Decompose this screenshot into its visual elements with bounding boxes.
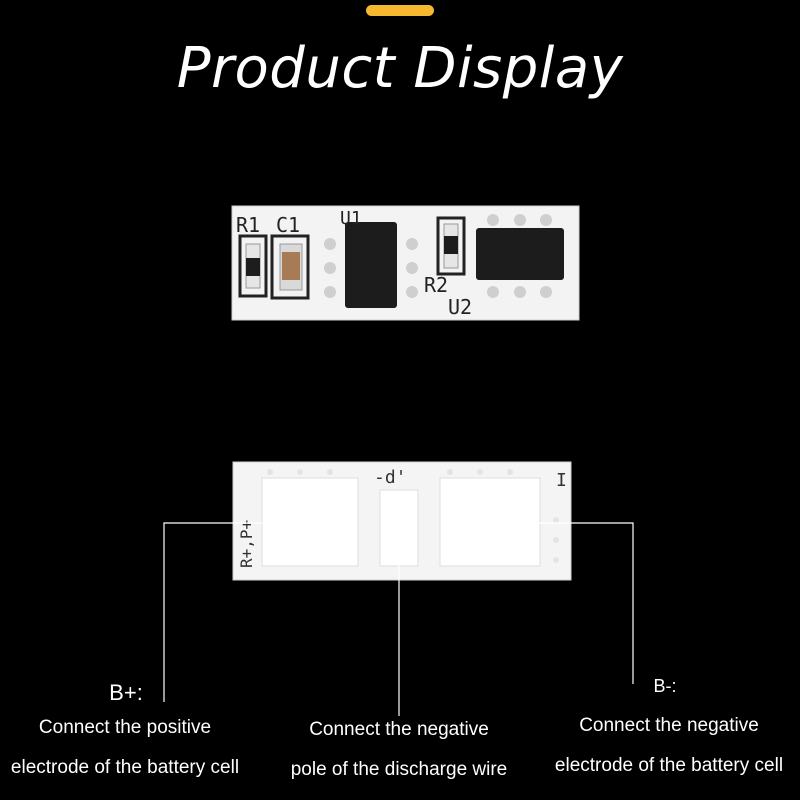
p-minus-line2: pole of the discharge wire — [290, 759, 508, 780]
silk-right: I — [556, 470, 567, 491]
u2-chip — [476, 214, 564, 298]
b-minus-description: Connect the negative electrode of the ba… — [542, 706, 796, 786]
b-minus-line1: Connect the negative — [579, 715, 759, 736]
b-plus-pad — [261, 477, 359, 567]
b-plus-line1: Connect the positive — [38, 717, 212, 738]
silk-r2: R2 — [424, 273, 448, 297]
silk-u2: U2 — [448, 295, 472, 319]
b-plus-description: Connect the positive electrode of the ba… — [0, 708, 250, 788]
b-plus-leader — [163, 522, 270, 702]
silk-u1: U1 — [340, 208, 362, 229]
b-minus-leader — [527, 522, 634, 684]
p-minus-line1: Connect the negative — [309, 719, 489, 740]
p-minus-description: Connect the negative pole of the dischar… — [276, 710, 522, 790]
b-plus-label: B+: — [109, 680, 143, 705]
u1-chip — [324, 222, 418, 308]
silk-d-minus: -d' — [374, 467, 407, 488]
b-plus-line2: electrode of the battery cell — [10, 757, 240, 778]
b-minus-label: B-: — [653, 676, 677, 696]
accent-bar — [366, 5, 434, 16]
silk-r1: R1 — [236, 213, 260, 237]
callout-lines — [163, 517, 634, 716]
page-title: Product Display — [176, 36, 624, 101]
silk-c1: C1 — [276, 213, 300, 237]
silk-r-plus: R+,P+ — [237, 520, 256, 568]
b-minus-line2: electrode of the battery cell — [554, 755, 784, 776]
top-pcb-board: R1 C1 U1 R2 U2 — [231, 205, 580, 321]
